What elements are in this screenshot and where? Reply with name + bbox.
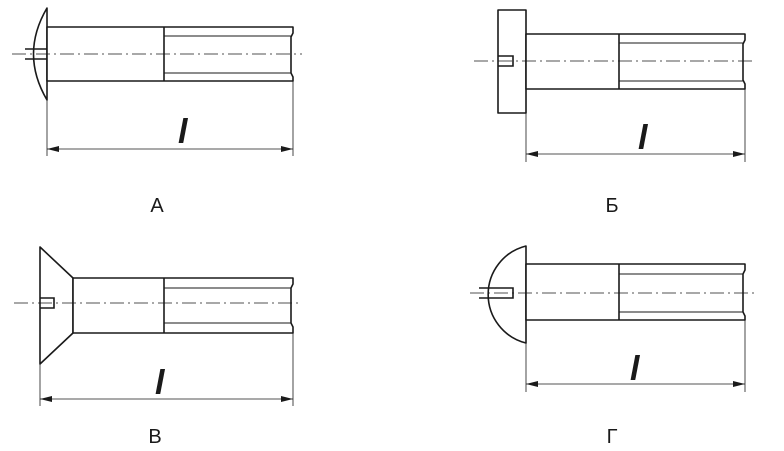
dimension-arrow-a: [281, 146, 293, 152]
screw-figure-v: l В: [14, 246, 302, 448]
screw-head-slot-b: [498, 55, 514, 67]
caption-g: Г: [607, 426, 618, 448]
screw-head-v: [39, 246, 74, 365]
dimension-arrow-v: [281, 396, 293, 402]
dimension-arrow-b: [526, 151, 538, 157]
caption-v: В: [148, 426, 161, 448]
dimension-label-a: l: [178, 113, 189, 151]
dimension-arrow-v: [40, 396, 52, 402]
screw-head-slot-v: [40, 297, 55, 309]
dimension-arrow-g: [733, 381, 745, 387]
dimension-label-g: l: [630, 350, 641, 388]
screw-shank-b: [525, 33, 746, 90]
caption-a: А: [150, 195, 164, 217]
dimension-arrow-a: [47, 146, 59, 152]
screw-figure-g: l Г: [470, 245, 756, 448]
screw-head-g: [487, 245, 527, 344]
dimension-arrow-b: [733, 151, 745, 157]
screw-figure-b: l Б: [474, 9, 756, 217]
dimension-label-b: l: [638, 119, 649, 157]
dimension-label-v: l: [155, 364, 166, 402]
screw-shank-v: [72, 277, 294, 334]
screw-figure-a: l А: [12, 7, 302, 217]
dimension-arrow-g: [526, 381, 538, 387]
screw-head-b: [497, 9, 527, 114]
caption-b: Б: [605, 195, 618, 217]
